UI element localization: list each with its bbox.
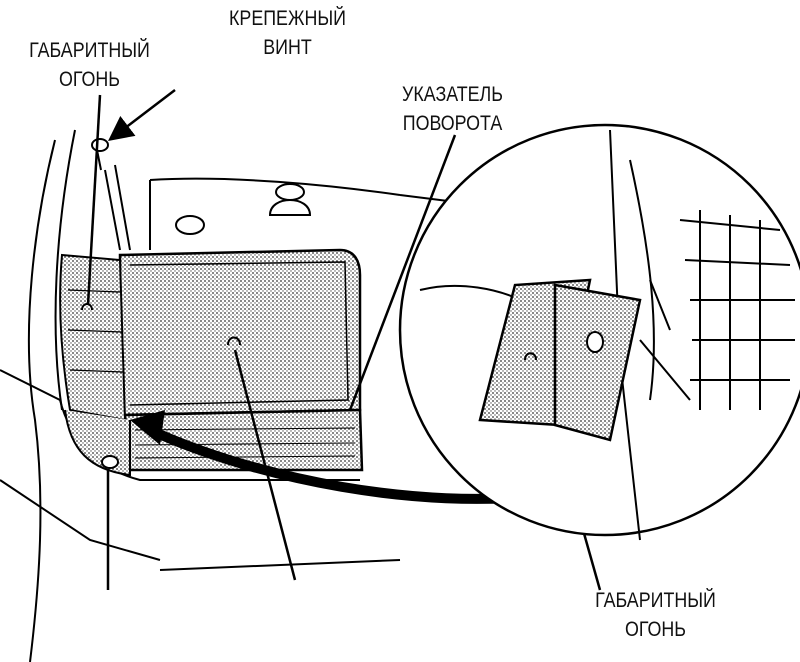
label-line: ОГОНЬ bbox=[624, 618, 687, 641]
lower-screw-icon bbox=[101, 455, 119, 469]
label-line: ПОВОРОТА bbox=[402, 112, 503, 135]
turn-signal-label: УКАЗАТЕЛЬ ПОВОРОТА bbox=[387, 80, 519, 138]
label-line: ГАБАРИТНЫЙ bbox=[595, 589, 716, 612]
mounting-screw-icon bbox=[91, 138, 109, 171]
label-line: ГАБАРИТНЫЙ bbox=[29, 39, 150, 62]
side-marker-lamp bbox=[59, 253, 131, 477]
arrowhead-icon bbox=[130, 410, 165, 445]
label-line: ОГОНЬ bbox=[58, 68, 121, 91]
label-line: УКАЗАТЕЛЬ bbox=[402, 83, 503, 106]
side-marker-top-label: ГАБАРИТНЫЙ ОГОНЬ bbox=[24, 36, 156, 94]
detail-inset bbox=[398, 123, 800, 541]
mounting-screw-label: КРЕПЕЖНЫЙ ВИНТ bbox=[222, 4, 354, 62]
label-line: ВИНТ bbox=[263, 36, 312, 59]
turn-signal-lamp bbox=[118, 248, 364, 472]
label-line: КРЕПЕЖНЫЙ bbox=[229, 7, 346, 30]
side-marker-bottom-label: ГАБАРИТНЫЙ ОГОНЬ bbox=[590, 586, 722, 644]
